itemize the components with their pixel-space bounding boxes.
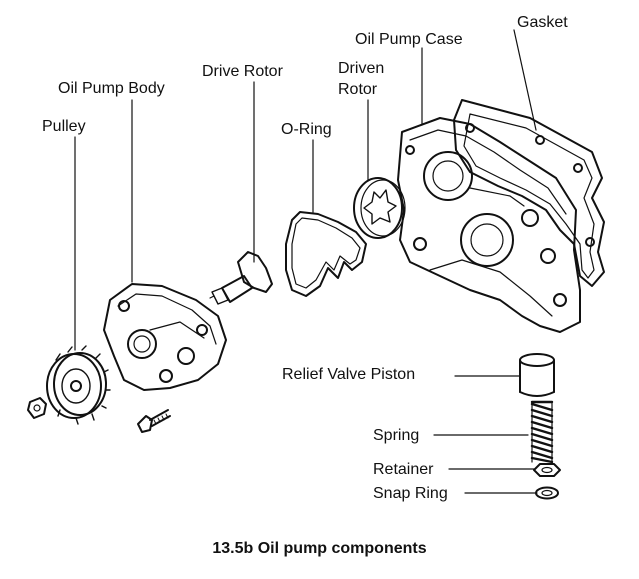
- label-spring: Spring: [373, 427, 420, 444]
- label-o-ring: O-Ring: [281, 121, 332, 138]
- o-ring-drawing: [285, 211, 367, 297]
- label-snap-ring: Snap Ring: [373, 485, 448, 502]
- nut-and-bolt-drawing: [27, 397, 171, 433]
- label-driven-rotor-line1: Driven: [338, 60, 385, 77]
- label-driven-rotor-line2: Rotor: [338, 81, 378, 98]
- spring-drawing: [530, 400, 554, 464]
- label-retainer: Retainer: [373, 461, 434, 478]
- pump-body-drawing: [103, 283, 227, 391]
- driven-rotor-drawing: [353, 177, 406, 239]
- drive-rotor-drawing: [209, 251, 273, 305]
- leader-lines: [74, 29, 538, 494]
- figure-caption: 13.5b Oil pump components: [212, 540, 427, 557]
- label-oil-pump-body: Oil Pump Body: [58, 80, 165, 97]
- label-relief-valve-piston: Relief Valve Piston: [282, 366, 416, 383]
- snap-ring-drawing: [535, 486, 559, 500]
- label-drive-rotor: Drive Rotor: [202, 63, 283, 80]
- relief-valve-piston-drawing: [519, 353, 555, 397]
- pulley-drawing: [46, 345, 111, 425]
- label-pulley: Pulley: [42, 118, 86, 135]
- retainer-drawing: [533, 463, 561, 477]
- gasket-drawing: [453, 99, 605, 287]
- case-drawing: [397, 117, 581, 333]
- label-gasket: Gasket: [517, 14, 568, 31]
- label-oil-pump-case: Oil Pump Case: [355, 31, 463, 48]
